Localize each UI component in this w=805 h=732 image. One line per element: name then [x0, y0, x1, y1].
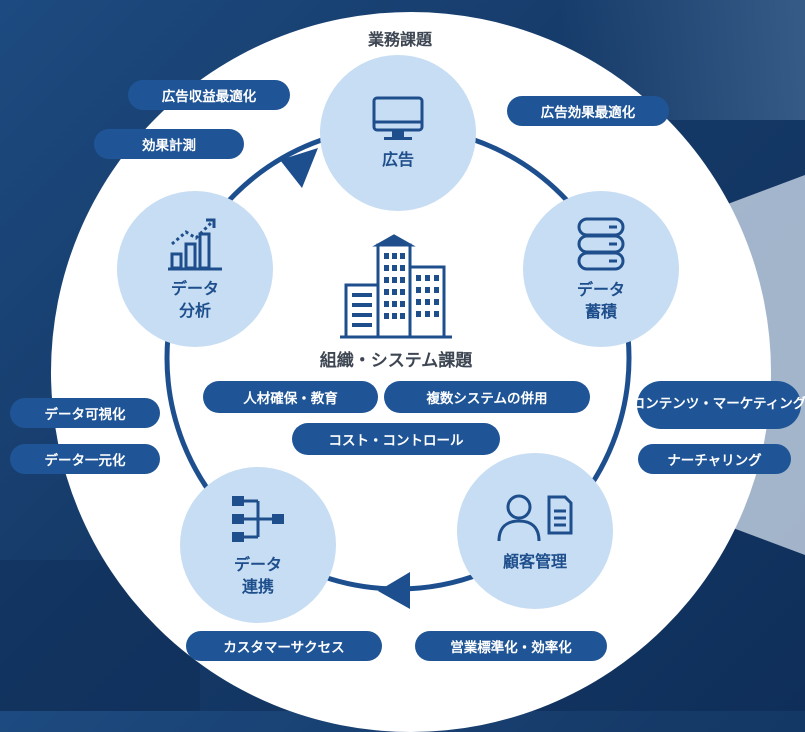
node-crm: 顧客管理: [457, 453, 613, 609]
node-data-analysis-label: データ 分析: [170, 279, 219, 320]
tag-measurement: 効果計測: [94, 129, 244, 159]
customer-document-icon: [497, 494, 573, 542]
diagram-title: 業務課題: [367, 30, 432, 49]
node-crm-label: 顧客管理: [502, 552, 567, 572]
cycle-arrow-top: [280, 148, 318, 188]
node-data-analysis: データ 分析: [117, 191, 273, 347]
tag-unification: データ一元化: [10, 444, 160, 474]
hierarchy-icon: [232, 496, 284, 543]
tag-nurturing: ナーチャリング: [638, 444, 791, 474]
monitor-icon: [372, 96, 424, 141]
tag-multi-system: 複数システムの併用: [384, 381, 590, 413]
tag-ad-revenue: 広告収益最適化: [128, 80, 290, 110]
tag-talent: 人材確保・教育: [203, 381, 378, 413]
node-data-storage: データ 蓄積: [523, 191, 679, 347]
center-title: 組織・システム課題: [319, 351, 473, 371]
cycle-arrow-bottom: [378, 572, 410, 609]
tag-content-marketing: コンテンツ・ マーケティング: [632, 381, 805, 429]
tag-ad-effect: 広告効果最適化: [507, 96, 669, 126]
tag-cost-control: コスト・コントロール: [292, 423, 500, 455]
node-data-integration-label: データ 連携: [233, 555, 282, 596]
tag-sales-efficiency: 営業標準化・効率化: [415, 631, 607, 661]
node-data-storage-label: データ 蓄積: [576, 280, 625, 321]
database-icon: [577, 217, 625, 271]
tag-visualization: データ可視化: [10, 398, 160, 428]
node-ad: 広告: [320, 55, 476, 211]
bar-chart-growth-icon: [168, 218, 222, 271]
node-ad-label: 広告: [381, 150, 414, 170]
tag-customer-success: カスタマーサクセス: [186, 631, 382, 661]
node-data-integration: データ 連携: [180, 467, 336, 623]
building-icon: [340, 234, 452, 339]
